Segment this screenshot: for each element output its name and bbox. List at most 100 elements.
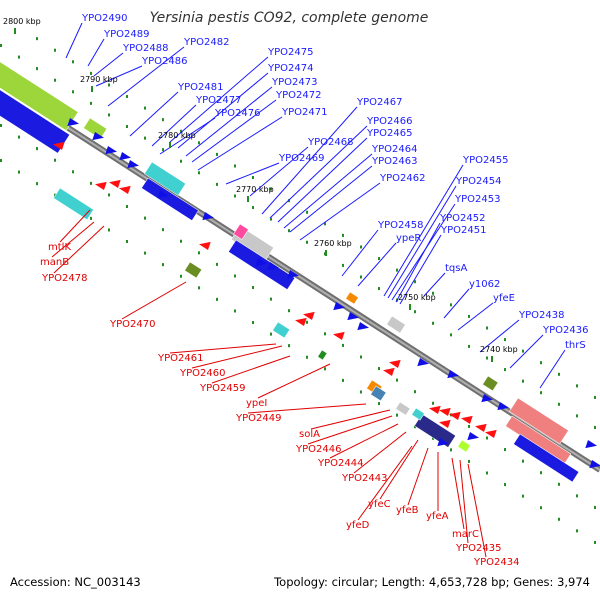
track-dot-100 (576, 494, 578, 498)
feature-block-12 (53, 187, 94, 221)
gene-label-top: YPO2464 (371, 144, 417, 155)
track-dot-9 (198, 141, 200, 145)
track-dot-87 (342, 343, 344, 347)
feature-block-11 (414, 413, 456, 448)
track-dot-111 (144, 251, 146, 255)
leader-line-bottom-4 (169, 343, 277, 354)
leader-line-top-1 (87, 38, 105, 67)
reverse-cds-arrow-8 (389, 359, 401, 368)
track-dot-62 (522, 379, 524, 383)
track-dot-85 (306, 320, 308, 324)
reverse-cds-arrow-15 (485, 429, 497, 438)
forward-cds-arrow-14 (447, 370, 459, 379)
scale-tick-label: 2750 kbp (398, 293, 436, 302)
leader-line-top-31 (479, 319, 520, 353)
track-dot-57 (432, 321, 434, 325)
gene-label-bottom: YPO2449 (235, 413, 281, 424)
leader-line-top-3 (95, 65, 143, 87)
gene-label-top: YPO2468 (307, 137, 353, 148)
gene-label-top: YPO2458 (377, 220, 423, 231)
gene-label-bottom: YPO2470 (109, 319, 155, 330)
forward-cds-arrow-8 (267, 262, 279, 271)
track-dot-33 (0, 44, 2, 47)
track-dot-35 (36, 67, 38, 71)
track-dot-104 (18, 170, 20, 174)
gene-label-bottom: YPO2435 (455, 543, 501, 554)
scale-tick-label: 2740 kbp (480, 345, 518, 354)
track-dot-63 (540, 391, 542, 395)
leader-line-top-5 (129, 91, 179, 137)
track-dot-18 (360, 245, 362, 249)
leader-line-top-20 (299, 182, 381, 241)
leader-line-bottom-14 (357, 445, 413, 521)
reverse-cds-arrow-3 (119, 185, 131, 194)
track-dot-38 (90, 101, 92, 105)
leader-line-bottom-6 (211, 355, 291, 384)
leader-line-top-32 (509, 334, 544, 369)
track-dot-44 (198, 171, 200, 175)
scale-tick-label: 2780 kbp (158, 131, 196, 140)
track-dot-45 (216, 182, 218, 186)
track-dot-106 (54, 193, 56, 197)
track-dot-5 (126, 95, 128, 99)
leader-line-bottom-8 (247, 403, 367, 414)
leader-line-top-26 (395, 222, 441, 303)
track-dot-90 (396, 378, 398, 382)
leader-line-bottom-0 (59, 209, 91, 243)
scale-tick-label: 2800 kbp (3, 17, 41, 26)
track-dot-53 (360, 275, 362, 279)
track-dot-132 (522, 494, 524, 498)
gene-label-top: YPO2462 (379, 173, 425, 184)
track-dot-13 (270, 187, 272, 191)
track-dot-8 (180, 129, 182, 133)
gene-label-top: yfeE (493, 293, 515, 304)
track-dot-17 (342, 233, 344, 237)
leader-line-top-13 (249, 146, 309, 197)
leader-line-top-6 (151, 104, 197, 147)
gene-label-top: YPO2436 (542, 325, 588, 336)
reverse-cds-arrow-7 (333, 331, 345, 340)
reverse-cds-arrow-13 (461, 415, 473, 424)
reverse-cds-arrow-2 (109, 179, 121, 188)
label-leader-lines (51, 22, 566, 558)
gene-label-top: YPO2438 (518, 310, 564, 321)
forward-cds-arrow-20 (437, 438, 449, 447)
track-dot-128 (450, 448, 452, 452)
accession-text: Accession: NC_003143 (10, 575, 141, 589)
track-dot-26 (504, 338, 506, 342)
track-dot-81 (234, 274, 236, 278)
gene-label-top: tqsA (445, 263, 467, 274)
leader-line-bottom-7 (257, 363, 331, 399)
reverse-cds-arrow-4 (199, 241, 211, 250)
reverse-cds-arrow-12 (449, 411, 461, 420)
track-dot-61 (504, 368, 506, 372)
reverse-cds-arrow-16 (439, 419, 451, 428)
track-dot-29 (558, 372, 560, 376)
track-dot-97 (522, 459, 524, 463)
track-dot-76 (144, 216, 146, 220)
track-dot-135 (576, 529, 578, 533)
track-dot-21 (414, 280, 416, 284)
gene-label-bottom: YPO2443 (341, 473, 387, 484)
track-dot-28 (540, 361, 542, 365)
track-dot-4 (108, 83, 110, 87)
reverse-cds-arrow-9 (383, 367, 395, 376)
track-dot-109 (108, 228, 110, 232)
track-dot-47 (252, 206, 254, 210)
track-dot-0 (36, 37, 38, 41)
track-dot-65 (576, 414, 578, 418)
track-dot-99 (558, 482, 560, 486)
track-dot-66 (594, 425, 596, 429)
gene-label-top: YPO2482 (183, 37, 229, 48)
track-dot-20 (396, 268, 398, 272)
leader-line-bottom-18 (459, 459, 469, 544)
track-dot-72 (72, 170, 74, 174)
gene-label-top: thrS (565, 340, 586, 351)
leader-line-bottom-1 (51, 221, 95, 258)
leader-line-top-16 (269, 125, 368, 219)
leader-line-top-18 (283, 153, 373, 229)
track-dot-84 (288, 309, 290, 313)
gene-label-bottom: marC (452, 529, 479, 540)
